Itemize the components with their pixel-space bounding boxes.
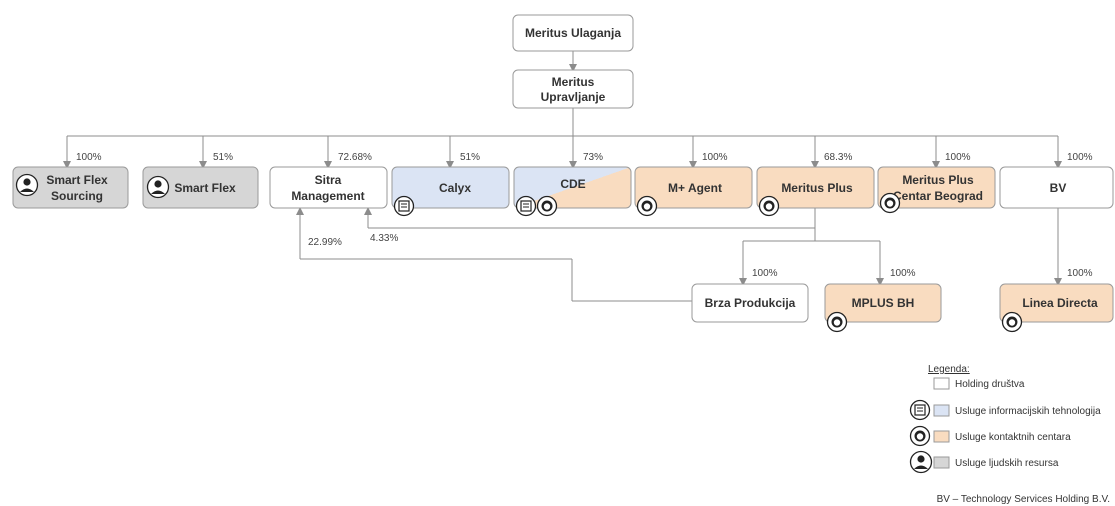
node-label: Smart Flex [174,181,236,195]
it-service-icon [515,195,537,217]
pct-label: 72.68% [338,152,372,163]
node-label: Meritus Plus [781,181,853,195]
it-service-icon [393,195,415,217]
hr-person-icon [909,450,933,474]
node-smart-flex: Smart Flex [142,166,259,209]
pct-label: 22.99% [308,237,342,248]
contact-center-icon [879,192,901,214]
node-mplus-bh: MPLUS BH [824,283,942,323]
connectors [63,51,1062,302]
node-label: M+ Agent [668,181,722,195]
node-label: Meritus Ulaganja [525,26,621,40]
node-bv: BV [999,166,1114,209]
node-meritus-plus: Meritus Plus [756,166,875,209]
contact-center-icon [536,195,558,217]
pct-label: 100% [945,152,971,163]
contact-center-icon [758,195,780,217]
contact-center-icon [636,195,658,217]
legend-hr-label: Usluge ljudskih resursa [955,458,1059,469]
ownership-labels: 100% 51% 72.68% 51% 73% 100% 68.3% 100% … [76,152,1093,279]
node-label: Brza Produkcija [705,296,796,310]
legend-holding-label: Holding društva [955,379,1025,390]
node-label: Sourcing [51,189,103,203]
node-label: Calyx [439,181,471,195]
pct-label: 4.33% [370,233,398,244]
node-label: CDE [560,177,585,191]
node-sitra-management: Sitra Management [269,166,388,209]
contact-center-icon [826,311,848,333]
pct-label: 51% [460,152,480,163]
pct-label: 100% [1067,152,1093,163]
it-service-icon [909,399,931,421]
node-label: Management [291,189,364,203]
pct-label: 100% [702,152,728,163]
node-label: Centar Beograd [893,189,983,203]
node-label: Sitra [315,173,342,187]
node-label: Meritus [552,75,595,89]
node-brza-produkcija: Brza Produkcija [691,283,809,323]
node-calyx: Calyx [391,166,510,209]
footer-note: BV – Technology Services Holding B.V. [937,494,1110,505]
legend: Legenda: Holding društva Usluge informac… [909,364,1101,474]
pct-label: 100% [1067,268,1093,279]
contact-center-icon [1001,311,1023,333]
legend-it-label: Usluge informacijskih tehnologija [955,406,1101,417]
node-label: Smart Flex [46,173,108,187]
node-meritus-ulaganja: Meritus Ulaganja [512,14,634,52]
pct-label: 68.3% [824,152,852,163]
node-label: Meritus Plus [902,173,974,187]
pct-label: 73% [583,152,603,163]
pct-label: 100% [76,152,102,163]
node-label: Linea Directa [1022,296,1098,310]
hr-person-icon [15,173,39,197]
node-smart-flex-sourcing: Smart Flex Sourcing [12,166,129,209]
node-m-agent: M+ Agent [634,166,753,209]
pct-label: 100% [890,268,916,279]
node-label: BV [1050,181,1067,195]
hr-person-icon [146,175,170,199]
pct-label: 51% [213,152,233,163]
node-label: Upravljanje [541,90,606,104]
legend-contact-label: Usluge kontaktnih centara [955,432,1071,443]
node-linea-directa: Linea Directa [999,283,1114,323]
legend-title: Legenda: [928,364,970,375]
contact-center-icon [909,425,931,447]
node-meritus-plus-centar-beograd: Meritus Plus Centar Beograd [877,166,996,209]
node-meritus-upravljanje: Meritus Upravljanje [512,69,634,109]
node-label: MPLUS BH [852,296,915,310]
pct-label: 100% [752,268,778,279]
